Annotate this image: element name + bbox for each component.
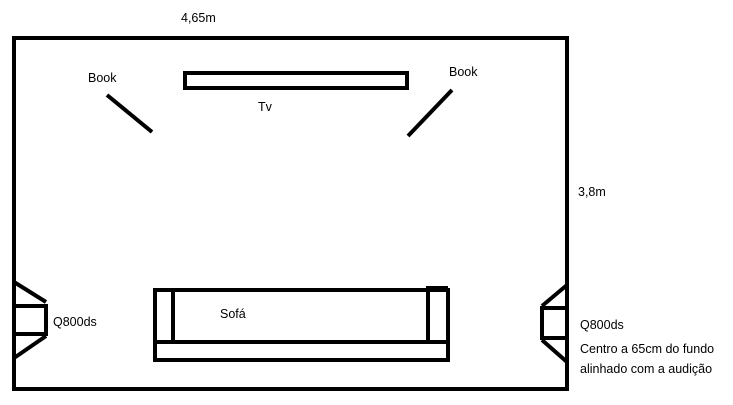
q800-speaker-left xyxy=(12,280,48,360)
height-dimension-label: 3,8m xyxy=(578,185,606,199)
q800-right-body xyxy=(540,306,569,340)
book-right-label: Book xyxy=(449,65,478,79)
tv-shape xyxy=(183,71,409,90)
width-dimension-label: 4,65m xyxy=(181,11,216,25)
sofa-shape xyxy=(153,286,450,362)
q800-speaker-right xyxy=(540,283,569,364)
q800-right-upper-flare xyxy=(540,283,569,308)
book-speaker-left xyxy=(105,93,154,134)
room-wall xyxy=(12,36,569,391)
book-left-label: Book xyxy=(88,71,117,85)
note-line-1: Centro a 65cm do fundo xyxy=(580,342,714,356)
q800-right-label: Q800ds xyxy=(580,318,624,332)
q800-left-upper-flare xyxy=(12,280,48,304)
tv-label: Tv xyxy=(258,100,273,114)
note-line-2: alinhado com a audição xyxy=(580,362,712,376)
sofa-outline xyxy=(153,288,450,362)
q800-right-lower-flare xyxy=(540,338,569,364)
sofa-label: Sofá xyxy=(220,307,246,321)
q800-left-body xyxy=(12,304,48,336)
q800-left-label: Q800ds xyxy=(53,315,97,329)
book-speaker-right xyxy=(406,88,454,138)
q800-left-lower-flare xyxy=(12,334,48,360)
